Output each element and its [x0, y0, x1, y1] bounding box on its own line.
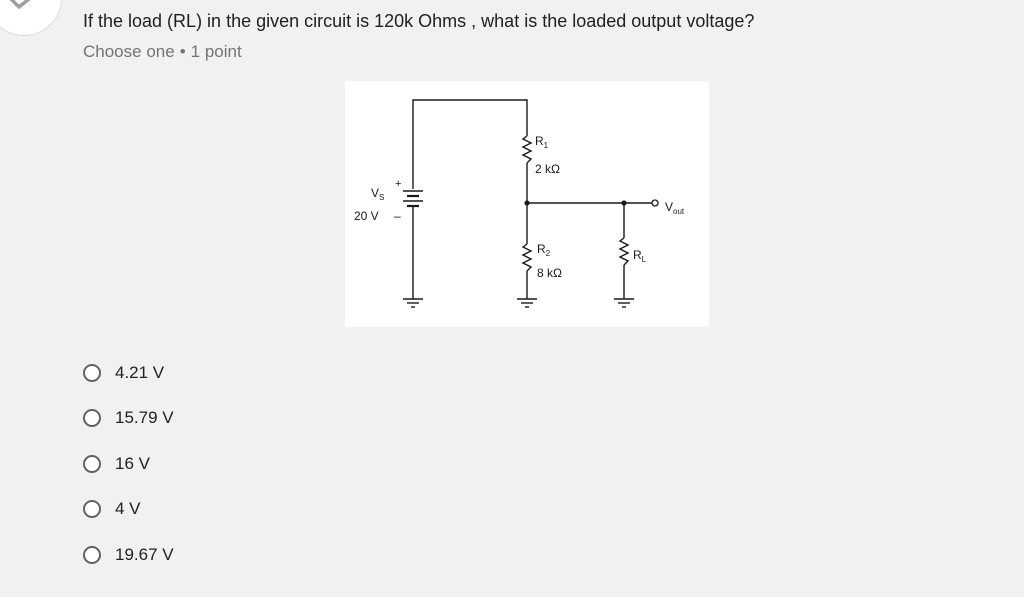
answer-option[interactable]: 4 V [83, 487, 174, 533]
vs-plus: + [395, 178, 401, 190]
vs-value: 20 V [354, 209, 379, 223]
circuit-schematic: R1 2 kΩ R2 8 kΩ RL VS + 20 V – Vout [354, 99, 685, 308]
r1-label: R1 [535, 134, 549, 150]
answer-option[interactable]: 19.67 V [83, 532, 174, 578]
option-label[interactable]: 4 V [115, 499, 141, 519]
vout-label: Vout [665, 200, 685, 216]
r1-value: 2 kΩ [535, 162, 560, 176]
meta-separator: • [179, 42, 186, 61]
circuit-diagram: R1 2 kΩ R2 8 kΩ RL VS + 20 V – Vout [345, 81, 709, 327]
ground-icon [614, 298, 634, 308]
r2-resistor [521, 243, 533, 272]
radio-button[interactable] [83, 363, 101, 382]
r1-resistor [521, 135, 533, 164]
output-terminal-icon [651, 199, 659, 207]
checkmark-icon [9, 0, 31, 9]
radio-button[interactable] [83, 454, 101, 473]
option-label[interactable]: 4.21 V [115, 362, 165, 382]
radio-button[interactable] [83, 500, 101, 519]
r2-label: R2 [537, 242, 551, 258]
vs-minus: – [394, 209, 401, 223]
ground-icon [403, 298, 423, 308]
rl-label: RL [633, 248, 647, 264]
answer-option[interactable]: 4.21 V [83, 350, 174, 396]
question-title: If the load (RL) in the given circuit is… [83, 11, 755, 31]
answer-option[interactable]: 16 V [83, 441, 174, 487]
option-label[interactable]: 15.79 V [115, 408, 174, 428]
status-badge [0, 0, 62, 36]
question-points: 1 point [190, 42, 242, 61]
rl-resistor [618, 237, 630, 266]
question-type: Choose one [83, 42, 175, 61]
battery-icon [403, 189, 423, 208]
option-label[interactable]: 16 V [115, 453, 150, 473]
answer-option[interactable]: 15.79 V [83, 396, 174, 442]
node-dot [524, 200, 530, 206]
radio-button[interactable] [83, 409, 101, 428]
question-meta: Choose one•1 point [83, 42, 242, 62]
top-wire [412, 99, 528, 299]
ground-icon [517, 298, 537, 308]
option-label[interactable]: 19.67 V [115, 544, 174, 564]
node-dot [621, 200, 627, 206]
radio-button[interactable] [83, 545, 101, 564]
answer-options: 4.21 V 15.79 V 16 V 4 V 19.67 V [83, 350, 174, 578]
r2-value: 8 kΩ [537, 266, 562, 280]
vs-label: VS [371, 186, 384, 202]
